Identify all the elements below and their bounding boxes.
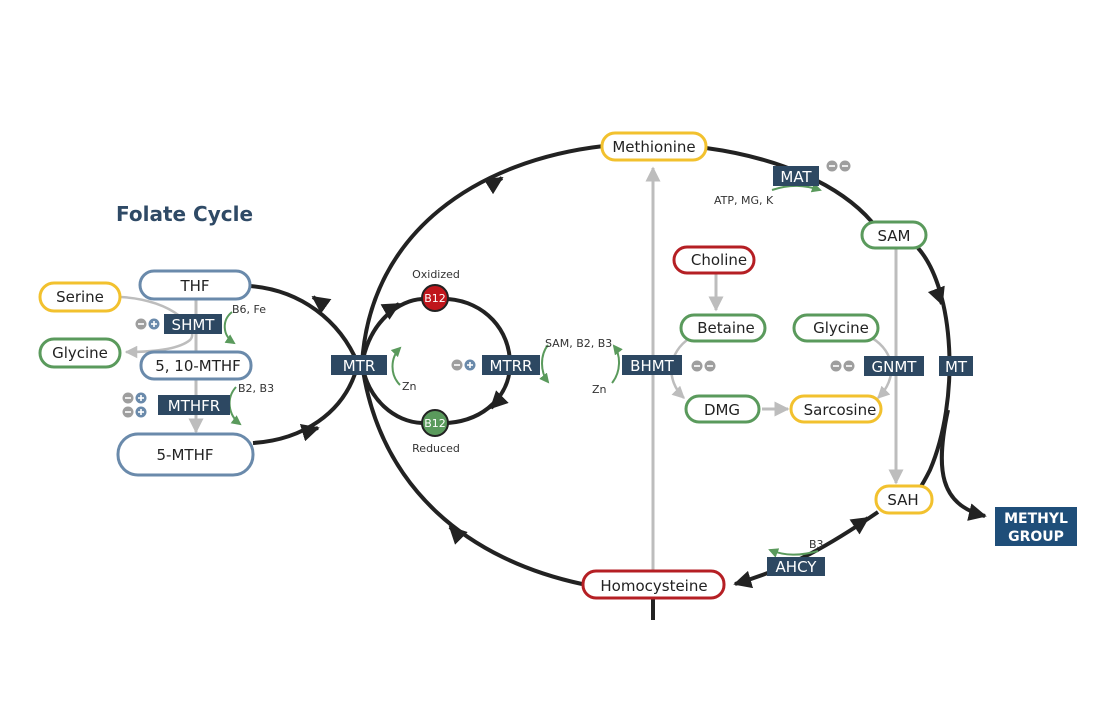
enzyme-mat-label: MAT bbox=[780, 168, 812, 186]
minus-icon bbox=[122, 406, 134, 418]
mtr-to-methionine-arc bbox=[360, 144, 605, 365]
enzyme-ahcy-label: AHCY bbox=[776, 558, 818, 576]
mat-cofactor-arrow bbox=[771, 182, 822, 193]
node-homocysteine[interactable]: Homocysteine bbox=[581, 569, 726, 600]
node-serine-label: Serine bbox=[56, 288, 104, 306]
node-glycine-right[interactable]: Glycine bbox=[792, 313, 880, 343]
enzyme-gnmt-label: GNMT bbox=[872, 358, 918, 376]
node-methionine[interactable]: Methionine bbox=[600, 131, 708, 162]
node-5-mthf[interactable]: 5-MTHF bbox=[116, 432, 255, 477]
methyl-group-box[interactable]: METHYL GROUP bbox=[995, 507, 1077, 546]
mtr-cofactor-arrow bbox=[390, 346, 402, 386]
node-5-mthf-label: 5-MTHF bbox=[157, 446, 214, 464]
node-thf[interactable]: THF bbox=[138, 269, 252, 301]
minus-icon bbox=[704, 360, 716, 372]
node-glycine-left[interactable]: Glycine bbox=[38, 337, 122, 369]
methyl-group-line2: GROUP bbox=[1008, 529, 1064, 545]
enzyme-mt-label: MT bbox=[945, 358, 968, 376]
b12-oxidized-caption: Oxidized bbox=[412, 268, 460, 281]
plus-icon bbox=[148, 318, 160, 330]
b12-reduced-label: B12 bbox=[424, 417, 446, 430]
minus-icon bbox=[122, 392, 134, 404]
methyl-group-line1: METHYL bbox=[1004, 511, 1068, 527]
enzyme-mtr[interactable]: MTR bbox=[331, 355, 387, 375]
ahcy-cofactor-arrow bbox=[768, 548, 819, 558]
homocysteine-arc-arrowhead bbox=[448, 525, 468, 545]
node-sam-label: SAM bbox=[877, 227, 910, 245]
enzyme-mthfr-label: MTHFR bbox=[168, 397, 220, 415]
b12-reduced[interactable]: B12 bbox=[421, 409, 449, 437]
modifiers-layer bbox=[122, 160, 855, 418]
enzyme-mat[interactable]: MAT bbox=[773, 166, 819, 186]
node-sah-label: SAH bbox=[887, 491, 918, 509]
enzyme-shmt-label: SHMT bbox=[172, 316, 216, 334]
methionine-arc-arrowhead bbox=[483, 176, 504, 195]
mtrr-cofactor-arrow bbox=[539, 344, 550, 384]
node-glycine-right-label: Glycine bbox=[813, 319, 869, 337]
thf-mtr-arc bbox=[249, 284, 360, 365]
shmt-cofactor-arrow bbox=[223, 311, 236, 345]
thf-arc-arrowhead bbox=[311, 295, 332, 314]
mthf-mtr-arc bbox=[252, 363, 360, 445]
minus-icon bbox=[691, 360, 703, 372]
node-sam[interactable]: SAM bbox=[860, 220, 928, 250]
enzyme-mtrr-label: MTRR bbox=[490, 357, 533, 375]
bhmt-cofactor-arrow bbox=[611, 344, 623, 384]
b12-reduced-caption: Reduced bbox=[412, 442, 460, 455]
minus-icon bbox=[830, 360, 842, 372]
enzyme-bhmt[interactable]: BHMT bbox=[622, 355, 682, 375]
node-dmg[interactable]: DMG bbox=[684, 394, 761, 424]
enzyme-mtr-label: MTR bbox=[343, 357, 376, 375]
node-choline-label: Choline bbox=[691, 251, 747, 269]
enzyme-gnmt[interactable]: GNMT bbox=[864, 356, 924, 376]
node-5-10-mthf-label: 5, 10-MTHF bbox=[155, 357, 241, 375]
mthfr-cofactors: B2, B3 bbox=[238, 382, 274, 395]
node-thf-label: THF bbox=[179, 277, 209, 295]
b12-top-arrowhead bbox=[380, 302, 401, 320]
node-betaine[interactable]: Betaine bbox=[679, 313, 767, 343]
b12-oxidized[interactable]: B12 bbox=[421, 284, 449, 312]
mat-cofactors: ATP, MG, K bbox=[714, 194, 774, 207]
minus-icon bbox=[451, 359, 463, 371]
mtrr-cofactors: SAM, B2, B3 bbox=[545, 337, 612, 350]
mthf-arc-arrowhead bbox=[299, 424, 320, 442]
plus-icon bbox=[135, 392, 147, 404]
enzyme-shmt[interactable]: SHMT bbox=[164, 314, 222, 334]
node-sarcosine[interactable]: Sarcosine bbox=[789, 394, 883, 424]
folate-cycle-title: Folate Cycle bbox=[116, 202, 253, 226]
enzyme-bhmt-label: BHMT bbox=[630, 357, 675, 375]
node-betaine-label: Betaine bbox=[697, 319, 755, 337]
b12-oxidized-label: B12 bbox=[424, 292, 446, 305]
homocysteine-to-mtr-arc bbox=[360, 363, 583, 586]
node-glycine-left-label: Glycine bbox=[52, 344, 108, 362]
bhmt-cofactors: Zn bbox=[592, 383, 607, 396]
minus-icon bbox=[843, 360, 855, 372]
node-dmg-label: DMG bbox=[704, 401, 740, 419]
plus-icon bbox=[464, 359, 476, 371]
b12-bottom-arrowhead bbox=[489, 390, 509, 410]
node-serine[interactable]: Serine bbox=[38, 281, 122, 313]
shmt-cofactors: B6, Fe bbox=[232, 303, 266, 316]
minus-icon bbox=[839, 160, 851, 172]
node-sarcosine-label: Sarcosine bbox=[804, 401, 877, 419]
minus-icon bbox=[826, 160, 838, 172]
enzyme-mthfr[interactable]: MTHFR bbox=[158, 395, 230, 415]
node-homocysteine-label: Homocysteine bbox=[600, 577, 707, 595]
node-methionine-label: Methionine bbox=[612, 138, 695, 156]
sam-arc-arrowhead bbox=[927, 285, 945, 306]
enzyme-mtrr[interactable]: MTRR bbox=[482, 355, 540, 375]
ahcy-cofactors: B3 bbox=[809, 538, 824, 551]
node-choline[interactable]: Choline bbox=[672, 245, 756, 275]
mt-to-methyl-group-arrow bbox=[939, 409, 987, 521]
mtr-cofactors: Zn bbox=[402, 380, 417, 393]
node-5-10-mthf[interactable]: 5, 10-MTHF bbox=[139, 350, 253, 381]
node-sah[interactable]: SAH bbox=[874, 484, 934, 515]
enzyme-ahcy[interactable]: AHCY bbox=[767, 557, 825, 576]
minus-icon bbox=[135, 318, 147, 330]
enzyme-mt[interactable]: MT bbox=[939, 356, 973, 376]
plus-icon bbox=[135, 406, 147, 418]
sah-arc-arrowhead bbox=[849, 516, 870, 535]
